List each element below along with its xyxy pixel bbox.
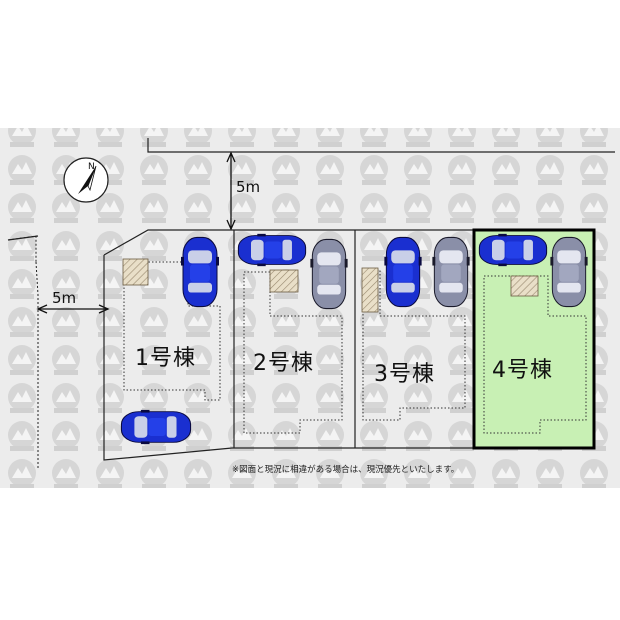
car-icon xyxy=(478,233,548,267)
hatched-pad-icon xyxy=(122,258,539,313)
car-icon xyxy=(383,236,423,308)
lot-3-label: 3号棟 xyxy=(374,362,435,387)
lot-1-label: 1号棟 xyxy=(135,346,196,371)
compass-icon: N xyxy=(63,157,109,203)
road-top-dimension xyxy=(226,151,236,231)
building-footprints xyxy=(123,261,587,434)
road-top-width-label: 5m xyxy=(236,178,261,196)
lot-2-label: 2号棟 xyxy=(253,351,314,376)
lot-4-label: 4号棟 xyxy=(492,358,553,383)
road-left-width-label: 5m xyxy=(52,289,77,307)
site-boundary xyxy=(103,229,475,461)
car-icon xyxy=(431,236,471,308)
car-icon xyxy=(180,236,220,308)
car-icon xyxy=(549,236,589,308)
disclaimer-note: ※図面と現況に相違がある場合は、現況優先といたします。 xyxy=(232,465,460,475)
car-icon xyxy=(120,409,192,445)
road-left-outer xyxy=(7,235,39,241)
road-left-dimension xyxy=(36,304,110,314)
car-icon xyxy=(237,233,307,267)
road-top-edge xyxy=(147,138,615,153)
north-marker: N xyxy=(88,162,95,172)
car-icon xyxy=(309,238,349,310)
lot-dividers xyxy=(233,230,356,448)
